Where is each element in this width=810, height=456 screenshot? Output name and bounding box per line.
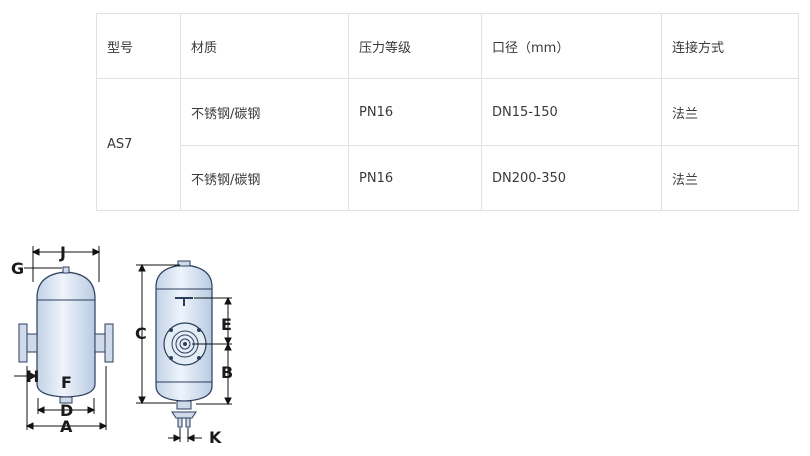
pressure-cell: PN16 [348, 78, 482, 146]
front-vessel-body [36, 271, 96, 398]
label-e: E [221, 315, 232, 334]
label-j: J [59, 243, 66, 262]
dimension-drawing: J G H F D A [11, 243, 233, 447]
front-dimensions [14, 246, 108, 430]
header-model: 型号 [96, 13, 181, 79]
label-h: H [26, 367, 39, 386]
label-c: C [135, 324, 147, 343]
side-dimensions [136, 263, 232, 442]
spec-table: 型号 材质 压力等级 口径（mm） 连接方式 AS7 不锈钢/碳钢 PN16 D… [96, 13, 799, 211]
label-b: B [221, 363, 233, 382]
bore-cell: DN200-350 [481, 145, 662, 211]
header-pressure: 压力等级 [348, 13, 482, 79]
label-g: G [11, 259, 24, 278]
label-k: K [209, 428, 222, 447]
header-bore: 口径（mm） [481, 13, 662, 79]
header-material: 材质 [180, 13, 349, 79]
label-f: F [61, 373, 72, 392]
material-cell: 不锈钢/碳钢 [180, 78, 349, 146]
material-cell: 不锈钢/碳钢 [180, 145, 349, 211]
side-view [155, 260, 213, 428]
model-cell: AS7 [96, 78, 181, 211]
table-header-row: 型号 材质 压力等级 口径（mm） 连接方式 [96, 13, 799, 79]
pressure-cell: PN16 [348, 145, 482, 211]
header-connection: 连接方式 [661, 13, 799, 79]
connection-cell: 法兰 [661, 78, 799, 146]
label-d: D [60, 401, 73, 420]
table-row: AS7 不锈钢/碳钢 PN16 DN15-150 法兰 [96, 78, 799, 211]
connection-cell: 法兰 [661, 145, 799, 211]
label-a: A [60, 417, 73, 436]
table-row: 不锈钢/碳钢 PN16 DN200-350 法兰 [97, 145, 799, 211]
bore-cell: DN15-150 [481, 78, 662, 146]
front-view [18, 266, 114, 404]
